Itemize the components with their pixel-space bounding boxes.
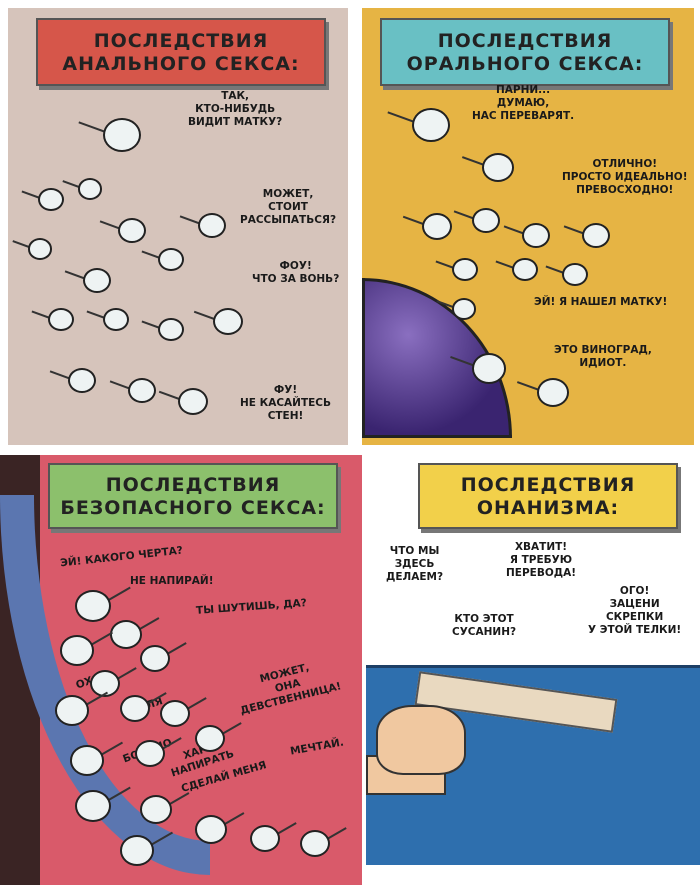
title-line: ОРАЛЬНОГО СЕКСА: <box>406 53 644 75</box>
sperm-head <box>422 213 452 240</box>
sperm-head <box>412 108 450 143</box>
speech-text: ТАК, КТО-НИБУДЬ ВИДИТ МАТКУ? <box>188 90 283 128</box>
sperm-head <box>38 188 64 212</box>
sperm-head <box>75 590 111 623</box>
sperm-head <box>28 238 52 260</box>
title-line: ПОСЛЕДСТВИЯ <box>93 30 269 52</box>
sperm-head <box>452 258 478 282</box>
sperm-head <box>160 700 190 727</box>
sperm-head <box>48 308 74 332</box>
speech-text: ЭТО ВИНОГРАД, ИДИОТ. <box>554 344 652 369</box>
sperm-head <box>178 388 208 415</box>
speech-text: ХВАТИТ! Я ТРЕБУЮ ПЕРЕВОДА! <box>506 541 577 579</box>
title-line: БЕЗОПАСНОГО СЕКСА: <box>60 497 326 519</box>
sperm-head <box>198 213 226 239</box>
title-line: ОНАНИЗМА: <box>476 497 620 519</box>
sperm-head <box>582 223 610 249</box>
sperm-head <box>135 740 165 767</box>
sperm-head <box>195 725 225 752</box>
speech-text: ОГО! ЗАЦЕНИ СКРЕПКИ У ЭТОЙ ТЕЛКИ! <box>588 585 682 636</box>
speech-text: МОЖЕТ, ОНА ДЕВСТВЕННИЦА! <box>239 661 343 717</box>
speech-text: ПАРНИ... ДУМАЮ, НАС ПЕРЕВАРЯТ. <box>472 84 575 122</box>
speech-text: МЕЧТАЙ. <box>289 736 345 758</box>
sperm-head <box>140 795 172 824</box>
feet-illustration <box>376 705 466 775</box>
sperm-head <box>118 218 146 244</box>
title-line: АНАЛЬНОГО СЕКСА: <box>62 53 300 75</box>
sperm-head <box>522 223 550 249</box>
speech-text: ФОУ! ЧТО ЗА ВОНЬ? <box>252 260 340 285</box>
sperm-head <box>213 308 243 335</box>
sperm-head <box>140 645 170 672</box>
sperm-head <box>83 268 111 294</box>
sperm-head <box>562 263 588 287</box>
speech-text: КТО ЭТОТ СУСАНИН? <box>452 613 517 638</box>
sperm-head <box>78 178 102 200</box>
sperm-head <box>537 378 569 407</box>
sperm-head <box>110 620 142 649</box>
sperm-head <box>482 153 514 182</box>
speech-text: ЭЙ! Я НАШЕЛ МАТКУ! <box>534 296 668 308</box>
sperm-head <box>158 318 184 342</box>
title-line: ПОСЛЕДСТВИЯ <box>460 474 636 496</box>
sperm-head <box>75 790 111 823</box>
sperm-head <box>103 308 129 332</box>
title-line: ПОСЛЕДСТВИЯ <box>437 30 613 52</box>
speech-text: ТЫ ШУТИШЬ, ДА? <box>195 597 308 617</box>
speech-text: ОТЛИЧНО! ПРОСТО ИДЕАЛЬНО! ПРЕВОСХОДНО! <box>562 158 688 196</box>
sperm-head <box>452 298 476 320</box>
sperm-head <box>300 830 330 857</box>
sperm-head <box>68 368 96 394</box>
sperm-head <box>120 835 154 866</box>
speech-text: ФУ! НЕ КАСАЙТЕСЬ СТЕН! <box>240 384 331 422</box>
sperm-head <box>158 248 184 272</box>
sperm-head <box>70 745 104 776</box>
sperm-head <box>195 815 227 844</box>
speech-text: НЕ НАПИРАЙ! <box>130 575 214 587</box>
sperm-head <box>250 825 280 852</box>
sperm-head <box>472 208 500 234</box>
sperm-head <box>103 118 141 153</box>
sperm-head <box>128 378 156 404</box>
sperm-head <box>120 695 150 722</box>
sperm-head <box>55 695 89 726</box>
sperm-head <box>472 353 506 384</box>
speech-text: МОЖЕТ, СТОИТ РАССЫПАТЬСЯ? <box>240 188 337 226</box>
sperm-head <box>60 635 94 666</box>
title-line: ПОСЛЕДСТВИЯ <box>105 474 281 496</box>
sperm-head <box>512 258 538 282</box>
speech-text: ЧТО МЫ ЗДЕСЬ ДЕЛАЕМ? <box>386 545 444 583</box>
